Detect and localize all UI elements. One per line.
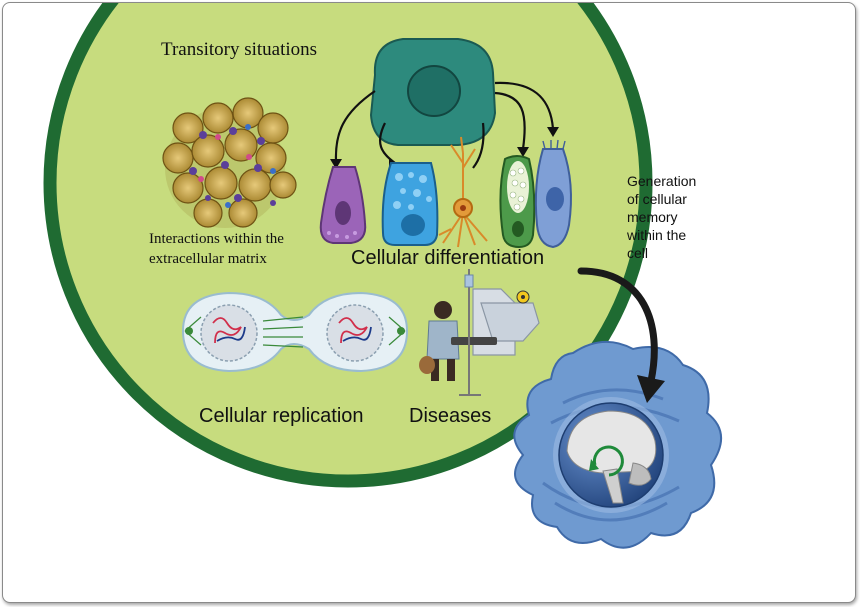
goblet-cell-icon	[319, 166, 367, 244]
neuron-icon	[438, 136, 488, 248]
dividing-cell-icon	[181, 291, 409, 373]
memory-label-line5: cell	[627, 245, 649, 261]
memory-arrow	[577, 267, 665, 403]
extracellular-matrix-icon	[162, 97, 297, 228]
differentiation-arrows	[334, 81, 555, 169]
replication-label: Cellular replication	[199, 405, 364, 427]
transitory-situations-label: Transitory situations	[161, 39, 318, 60]
memory-label-line1: Generation	[627, 173, 697, 189]
secretory-cell-icon	[381, 162, 439, 246]
radiotherapy-machine-icon	[451, 269, 540, 396]
memory-label-line3: memory	[627, 209, 678, 225]
stem-cell-icon	[369, 38, 497, 146]
memory-label-line4: within the	[627, 227, 687, 243]
matrix-label-line2: extracellular matrix	[149, 251, 267, 267]
ciliated-cell-icon	[534, 139, 572, 249]
diagram-canvas	[43, 3, 723, 549]
vacuolated-cell-icon	[499, 155, 536, 249]
diseases-label: Diseases	[409, 405, 492, 427]
differentiation-label: Cellular differentiation	[351, 247, 545, 269]
patient-icon	[419, 301, 460, 381]
brain-icon	[558, 402, 664, 508]
matrix-label-line1: Interactions within the	[149, 231, 284, 247]
memory-label-line2: of cellular	[627, 191, 687, 207]
